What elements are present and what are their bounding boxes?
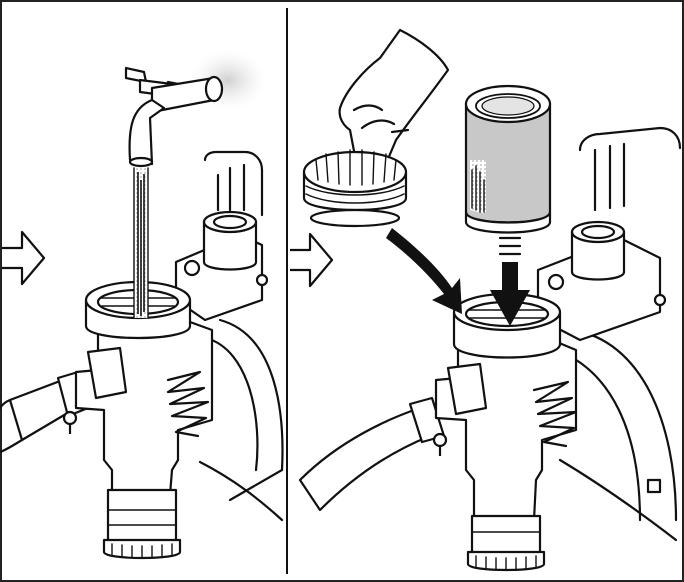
pump-head-left (74, 280, 214, 560)
step-arrow-right-icon (290, 232, 334, 288)
panel-right-insert-filter (290, 28, 682, 572)
hose-right (298, 396, 448, 512)
step-arrow-left-icon (2, 230, 46, 286)
pump-motor-housing-right (536, 126, 682, 542)
insert-arrow-down-icon (490, 236, 530, 326)
panel-left-fill-water (0, 50, 284, 560)
water-tap-icon (124, 50, 266, 168)
hose-left (0, 370, 90, 454)
water-stream (133, 167, 149, 319)
filter-cartridge-icon (464, 84, 552, 234)
insert-arrow-curved-icon (386, 228, 462, 314)
strainer-cap-icon (302, 149, 408, 228)
pump-head-right (434, 292, 578, 572)
pump-motor-housing-left (174, 150, 284, 522)
